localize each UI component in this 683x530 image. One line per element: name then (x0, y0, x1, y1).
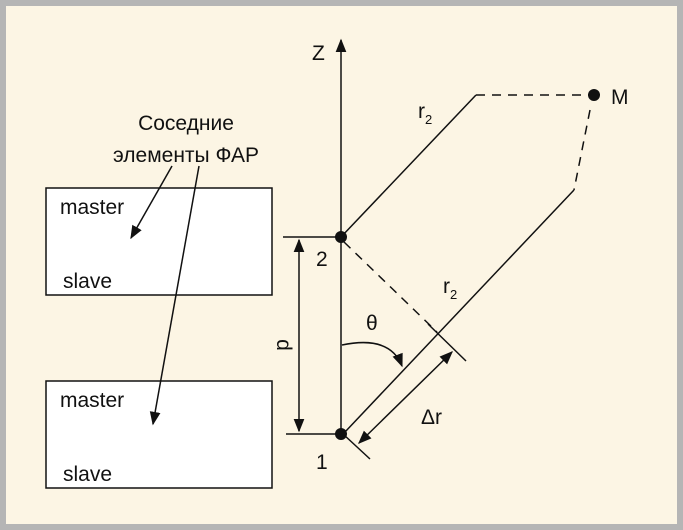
point-1-dot (335, 428, 347, 440)
z-axis-label: Z (312, 42, 325, 65)
delta-tick-upper (427, 323, 467, 362)
annotation-arrow-upper (130, 165, 173, 240)
master-label: master (60, 389, 124, 412)
annotation-line1: Соседние (138, 112, 234, 135)
annotation-arrow-lower (149, 165, 200, 426)
point-2-dot (335, 231, 347, 243)
slave-label: slave (63, 270, 112, 293)
delta-tick-lower (342, 433, 371, 460)
theta-label: θ (366, 312, 378, 335)
slave-label: slave (63, 463, 112, 486)
delta-r-label: Δr (421, 406, 442, 429)
theta-arc (341, 341, 403, 368)
master-label: master (60, 196, 124, 219)
point-2-label: 2 (316, 248, 328, 271)
ray-upper (340, 94, 477, 238)
r2-lower-label: r2 (443, 275, 457, 302)
point-m-dot (588, 89, 600, 101)
r2-upper-label: r2 (418, 100, 432, 127)
element-box-lower: master slave (45, 380, 273, 489)
distance-label: d (272, 339, 295, 351)
point-1-label: 1 (316, 451, 328, 474)
perpendicular-dashed (343, 241, 438, 333)
delta-r-arrow (358, 351, 453, 444)
annotation-line2: элементы ФАР (113, 144, 259, 167)
point-m-label: M (611, 86, 629, 109)
dashed-to-m-vertical (573, 109, 591, 191)
element-box-upper: master slave (45, 187, 273, 296)
